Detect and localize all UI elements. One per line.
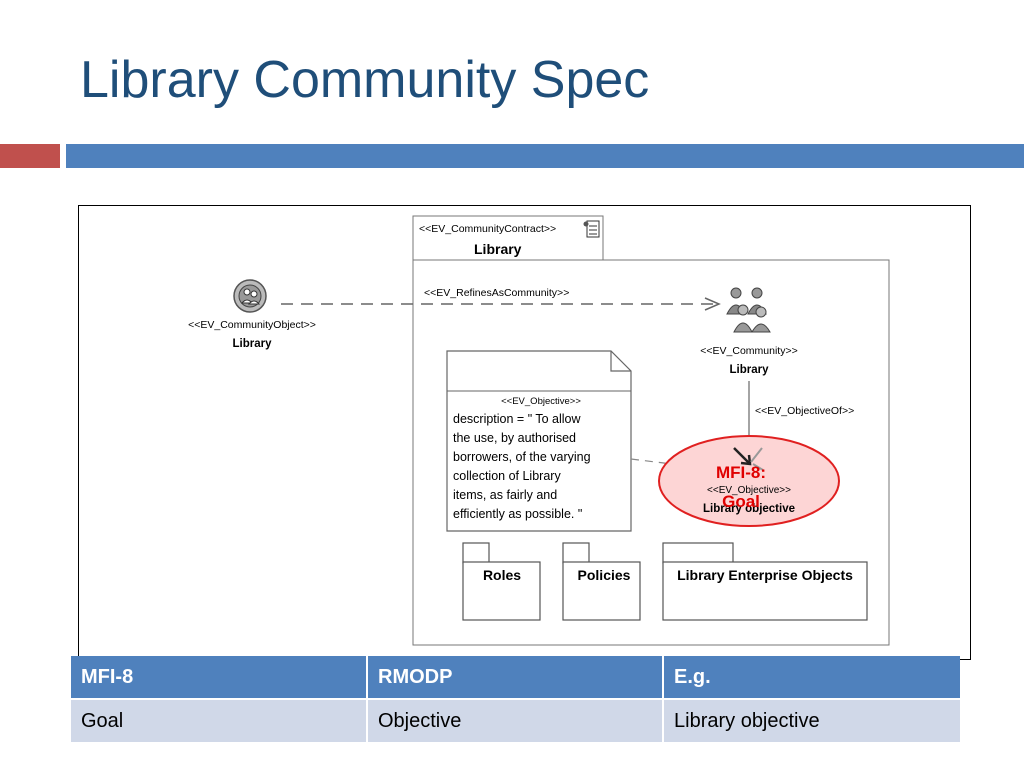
contract-document-icon (583, 220, 600, 238)
objective-note-fold (610, 351, 631, 372)
package-label: Library Enterprise Objects (677, 567, 853, 583)
objective-note-stereotype: <<EV_Objective>> (501, 396, 581, 407)
community-name: Library (730, 364, 770, 376)
table-cell: Library objective (663, 698, 960, 742)
package-policies: Policies (562, 542, 641, 621)
contract-name: Library (474, 241, 522, 257)
community-object-name: Library (233, 338, 273, 350)
objective-note (446, 350, 632, 532)
community-object-stereotype: <<EV_CommunityObject>> (188, 319, 316, 331)
objective-note-line: items, as fairly and (453, 488, 557, 502)
community-people-icon (726, 287, 771, 333)
mfi-callout-label: Goal (722, 492, 760, 511)
objective-note-line: efficiently as possible. " (453, 507, 582, 521)
slide-title: Library Community Spec (80, 51, 650, 109)
refines-arrowhead (704, 297, 721, 311)
mfi-callout-label: MFI-8: (716, 463, 766, 482)
objective-of-label: <<EV_ObjectiveOf>> (755, 405, 854, 417)
mapping-table: MFI-8 RMODP E.g. Goal Objective Library … (71, 656, 960, 742)
objective-note-line: collection of Library (453, 469, 561, 483)
package-label: Roles (483, 567, 521, 583)
refines-label: <<EV_RefinesAsCommunity>> (424, 287, 569, 299)
community-object-icon (233, 279, 267, 313)
title-accent-red-bar (0, 144, 60, 168)
table-header-cell: MFI-8 (71, 656, 368, 699)
package-roles: Roles (462, 542, 541, 621)
table-cell: Objective (367, 698, 664, 742)
objective-stereotype: <<EV_Objective>> (707, 485, 791, 496)
table-row: Goal Objective Library objective (71, 698, 960, 742)
objective-name: Library objective (703, 503, 795, 515)
title-accent-blue-bar (66, 144, 1024, 168)
uml-diagram: <<EV_CommunityContract>> Library <<EV_Co… (78, 205, 971, 660)
objective-note-line: description = " To allow (453, 412, 582, 426)
uml-diagram-canvas: <<EV_CommunityContract>> Library <<EV_Co… (188, 215, 890, 646)
objective-note-line: the use, by authorised (453, 431, 576, 445)
objective-note-line: borrowers, of the varying (453, 450, 591, 464)
contract-tab (412, 215, 604, 262)
table-header-cell: RMODP (367, 656, 664, 699)
community-stereotype: <<EV_Community>> (700, 345, 797, 357)
table-header-cell: E.g. (663, 656, 960, 699)
table-header-row: MFI-8 RMODP E.g. (71, 656, 960, 699)
package-label: Policies (578, 567, 631, 583)
mfi-callout-ellipse (658, 435, 840, 527)
package-library-enterprise-objects: Library Enterprise Objects (662, 542, 868, 621)
table-cell: Goal (71, 698, 368, 742)
contract-stereotype: <<EV_CommunityContract>> (419, 223, 556, 235)
objective-arrow-icon (733, 447, 764, 471)
